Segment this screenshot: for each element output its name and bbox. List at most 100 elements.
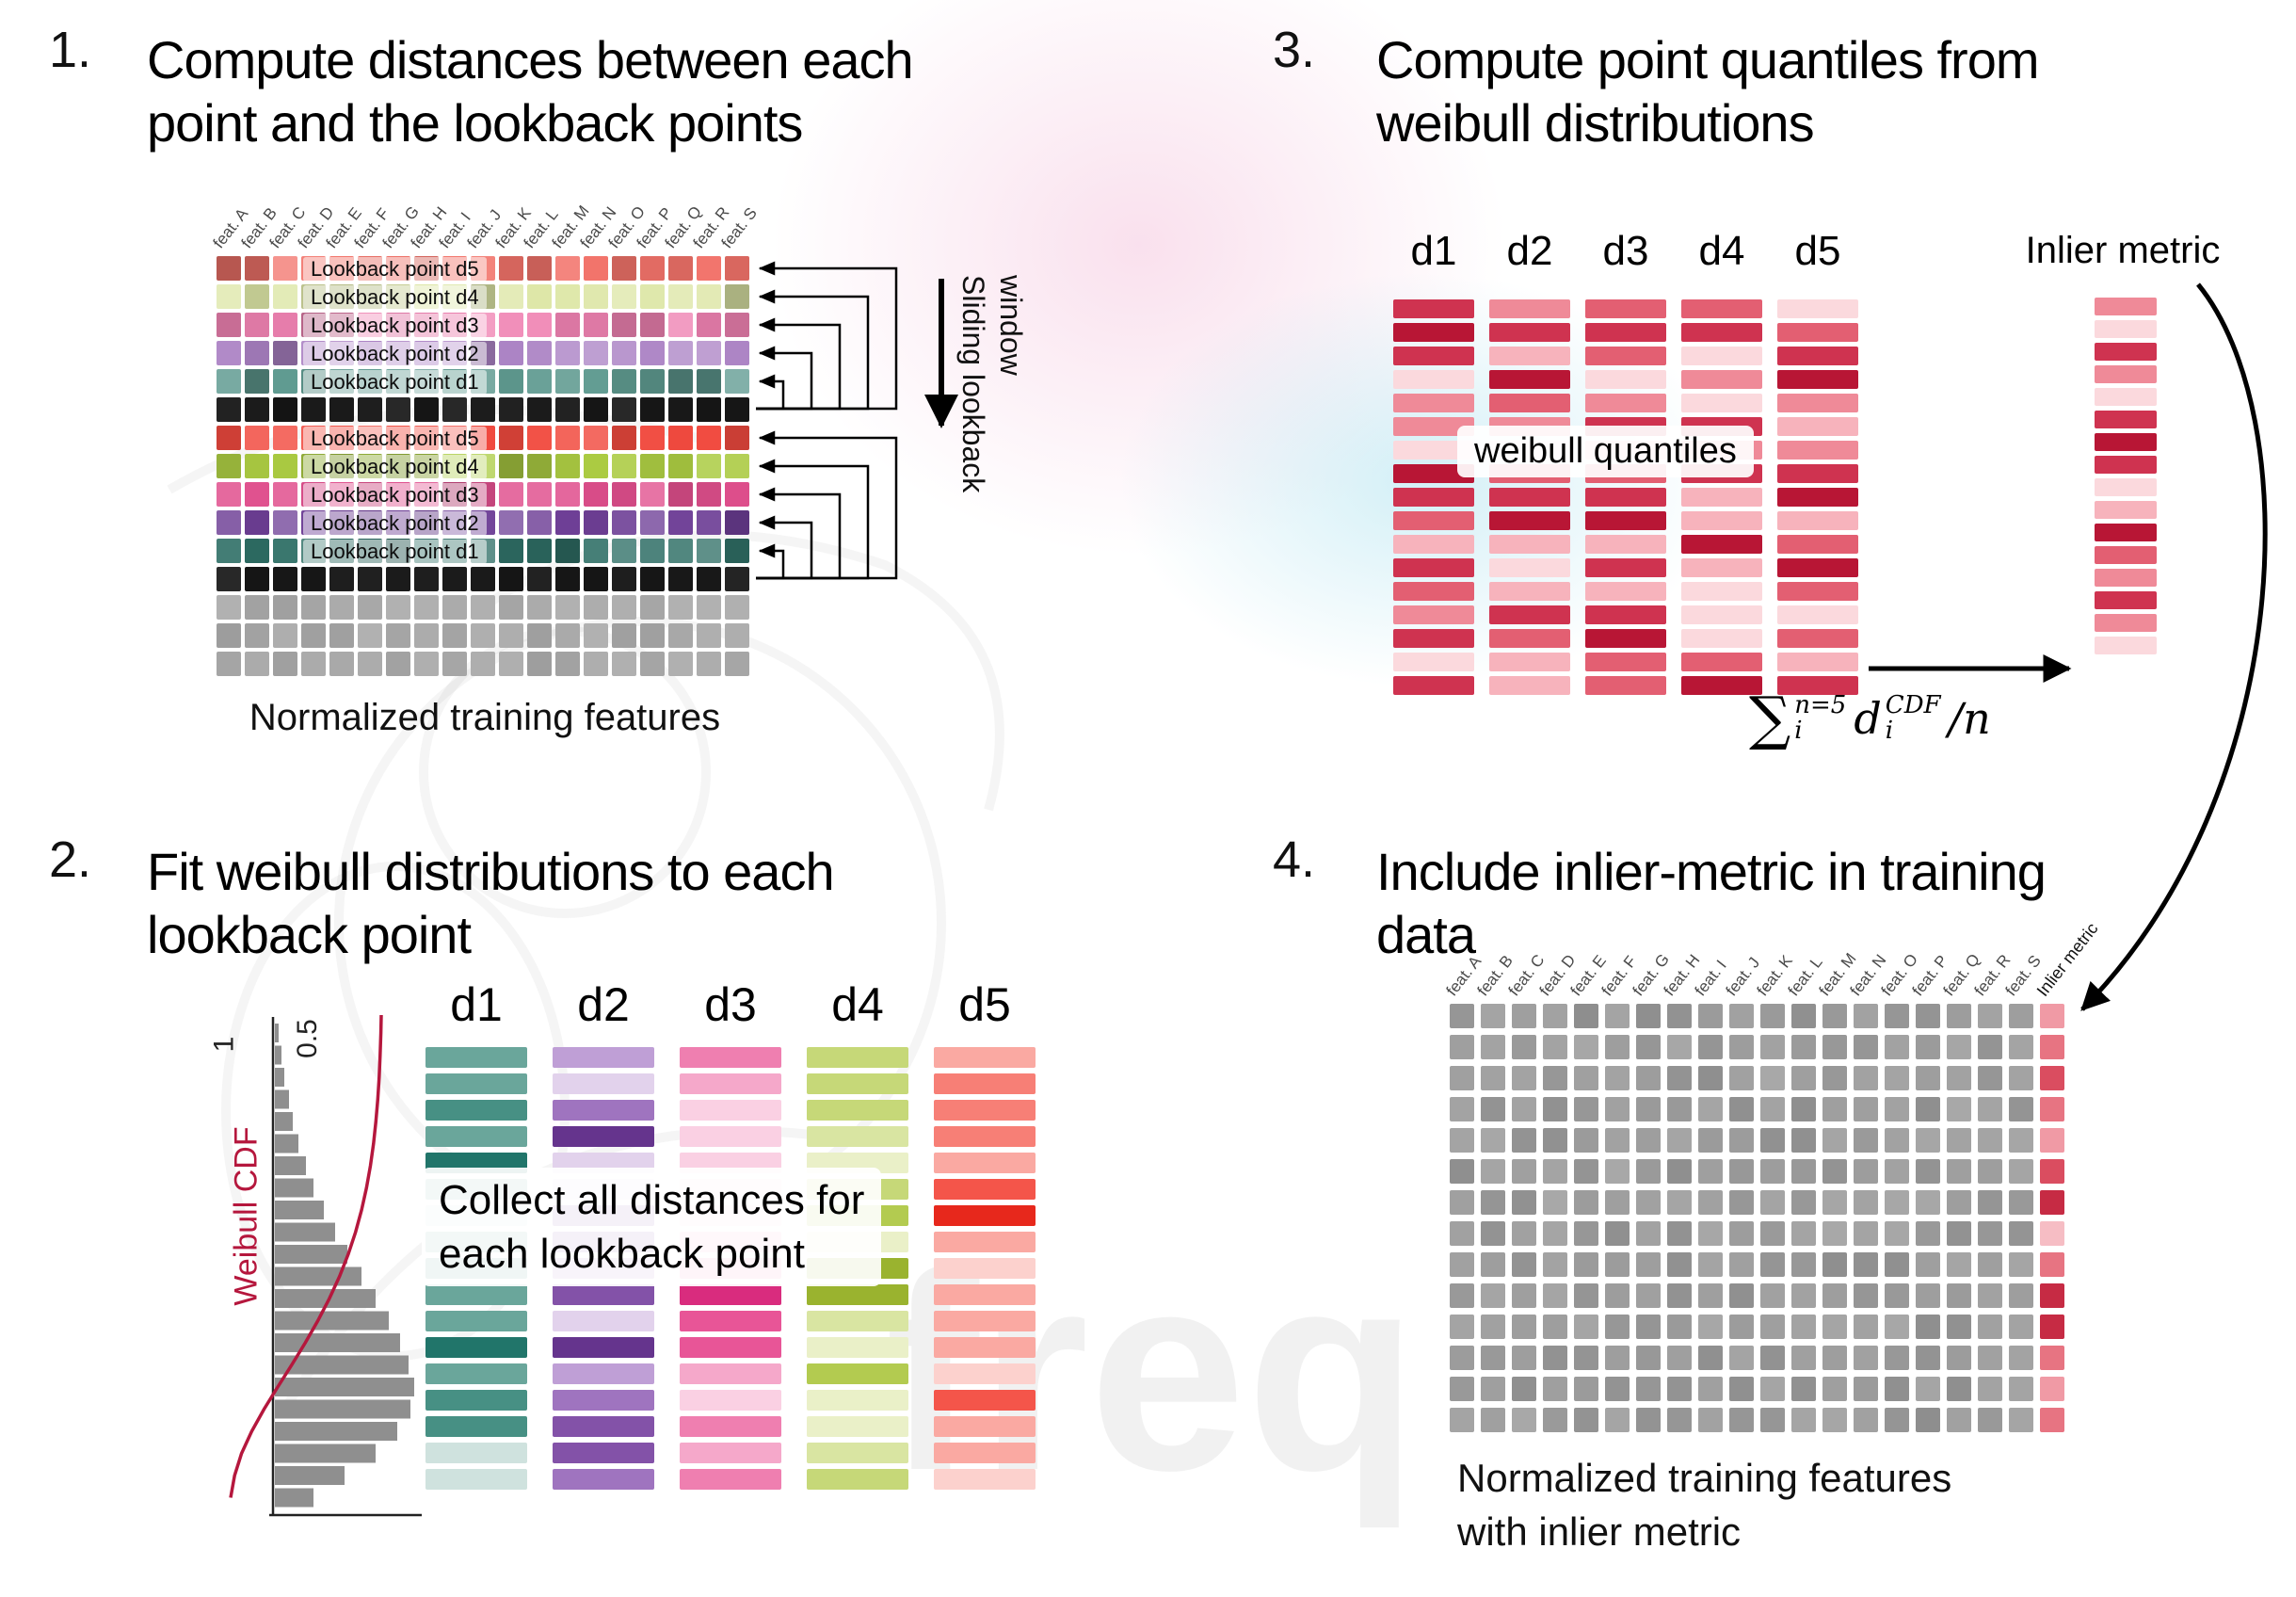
feature-cell bbox=[668, 397, 693, 422]
feature-cell bbox=[1854, 1190, 1878, 1215]
formula-sum-upper: n=5 bbox=[1794, 690, 1847, 719]
distance-bar bbox=[934, 1443, 1036, 1463]
distance-bar bbox=[807, 1443, 908, 1463]
distance-bar bbox=[934, 1363, 1036, 1384]
feature-cell bbox=[725, 454, 749, 478]
feature-cell bbox=[499, 313, 523, 337]
feature-cell bbox=[1574, 1377, 1598, 1401]
quantile-header-d2: d2 bbox=[1506, 228, 1553, 274]
feature-cell bbox=[1543, 1221, 1567, 1246]
quantile-bar bbox=[1777, 347, 1858, 365]
feature-cell bbox=[2009, 1004, 2033, 1028]
feature-cell bbox=[1760, 1315, 1785, 1339]
feature-cell bbox=[1574, 1408, 1598, 1432]
feature-cell bbox=[527, 567, 552, 591]
distance-bar bbox=[680, 1443, 781, 1463]
feature-cell bbox=[217, 369, 241, 394]
feature-cell bbox=[1729, 1128, 1754, 1153]
weibull-tick-1: 1 bbox=[208, 1036, 240, 1053]
quantile-bar bbox=[1393, 323, 1474, 342]
feature-cell bbox=[1885, 1377, 1909, 1401]
quantile-bar bbox=[1489, 629, 1570, 648]
distance-bar bbox=[425, 1337, 527, 1358]
feature-cell bbox=[1698, 1346, 1723, 1370]
feature-cell bbox=[1978, 1128, 2002, 1153]
feature-cell bbox=[640, 426, 665, 450]
quantile-bar bbox=[1585, 605, 1666, 624]
feature-cell bbox=[217, 567, 241, 591]
feature-cell bbox=[1543, 1035, 1567, 1059]
feature-cell bbox=[1854, 1315, 1878, 1339]
feature-cell bbox=[499, 397, 523, 422]
distance-bar bbox=[680, 1047, 781, 1068]
feature-cell bbox=[668, 313, 693, 337]
weibull-tick-05: 0.5 bbox=[291, 1019, 323, 1058]
feature-cell bbox=[1916, 1315, 1940, 1339]
feature-cell bbox=[1481, 1035, 1505, 1059]
feature-cell bbox=[2009, 1066, 2033, 1090]
feature-cell bbox=[273, 397, 297, 422]
feature-cell bbox=[527, 454, 552, 478]
distance-bar bbox=[934, 1047, 1036, 1068]
feature-cell bbox=[1698, 1159, 1723, 1184]
feature-cell bbox=[527, 652, 552, 676]
feature-cell bbox=[555, 454, 580, 478]
feature-cell bbox=[1481, 1128, 1505, 1153]
feature-cell bbox=[1885, 1159, 1909, 1184]
quantile-bar bbox=[1777, 441, 1858, 460]
feature-cell bbox=[1729, 1408, 1754, 1432]
feature-cell bbox=[1605, 1315, 1630, 1339]
distance-bar bbox=[807, 1100, 908, 1121]
feature-cell bbox=[1947, 1035, 1971, 1059]
feature-cell bbox=[1885, 1252, 1909, 1277]
quantile-bar bbox=[1777, 370, 1858, 389]
feature-cell bbox=[1916, 1221, 1940, 1246]
lookback-row-label: Lookback point d4 bbox=[303, 285, 487, 310]
feature-cell bbox=[1450, 1252, 1474, 1277]
distance-bar bbox=[553, 1416, 654, 1437]
feature-cell bbox=[1885, 1004, 1909, 1028]
feature-cell bbox=[697, 539, 721, 563]
feature-cell bbox=[217, 510, 241, 535]
inlier-metric-bar bbox=[2095, 343, 2157, 361]
formula-term-sup: CDF bbox=[1885, 690, 1941, 719]
column-header-d1: d1 bbox=[450, 978, 503, 1031]
distance-bar bbox=[807, 1337, 908, 1358]
column-header-d2: d2 bbox=[577, 978, 630, 1031]
feature-cell bbox=[1822, 1346, 1847, 1370]
feature-cell bbox=[1885, 1035, 1909, 1059]
feature-cell bbox=[1543, 1128, 1567, 1153]
feature-cell bbox=[1822, 1252, 1847, 1277]
distance-bar bbox=[425, 1416, 527, 1437]
quantile-bar bbox=[1393, 417, 1474, 436]
distance-bar bbox=[553, 1126, 654, 1147]
feature-cell bbox=[1978, 1377, 2002, 1401]
quantile-bar bbox=[1585, 629, 1666, 648]
quantile-bar bbox=[1777, 488, 1858, 507]
feature-cell bbox=[527, 284, 552, 309]
inlier-metric-header: Inlier metric bbox=[2025, 230, 2221, 271]
quantile-bar bbox=[1681, 511, 1762, 530]
feature-cell bbox=[1760, 1221, 1785, 1246]
formula-term: d bbox=[1854, 693, 1882, 744]
histogram-bar bbox=[275, 1488, 313, 1508]
quantile-bar bbox=[1585, 347, 1666, 365]
feature-cell bbox=[1543, 1159, 1567, 1184]
feature-cell bbox=[527, 595, 552, 620]
feature-cell bbox=[1854, 1097, 1878, 1121]
distance-bar bbox=[553, 1047, 654, 1068]
feature-cell bbox=[1729, 1035, 1754, 1059]
feature-cell bbox=[612, 539, 636, 563]
feature-cell bbox=[1605, 1221, 1630, 1246]
feature-cell bbox=[1698, 1035, 1723, 1059]
quantile-bar bbox=[1393, 511, 1474, 530]
feature-cell bbox=[1450, 1128, 1474, 1153]
feature-cell bbox=[1885, 1190, 1909, 1215]
feature-cell bbox=[668, 284, 693, 309]
feature-cell bbox=[1574, 1346, 1598, 1370]
quantile-bar bbox=[1777, 299, 1858, 318]
feature-cell bbox=[2009, 1190, 2033, 1215]
feature-cell bbox=[273, 284, 297, 309]
feature-cell bbox=[668, 539, 693, 563]
feature-cell bbox=[668, 652, 693, 676]
